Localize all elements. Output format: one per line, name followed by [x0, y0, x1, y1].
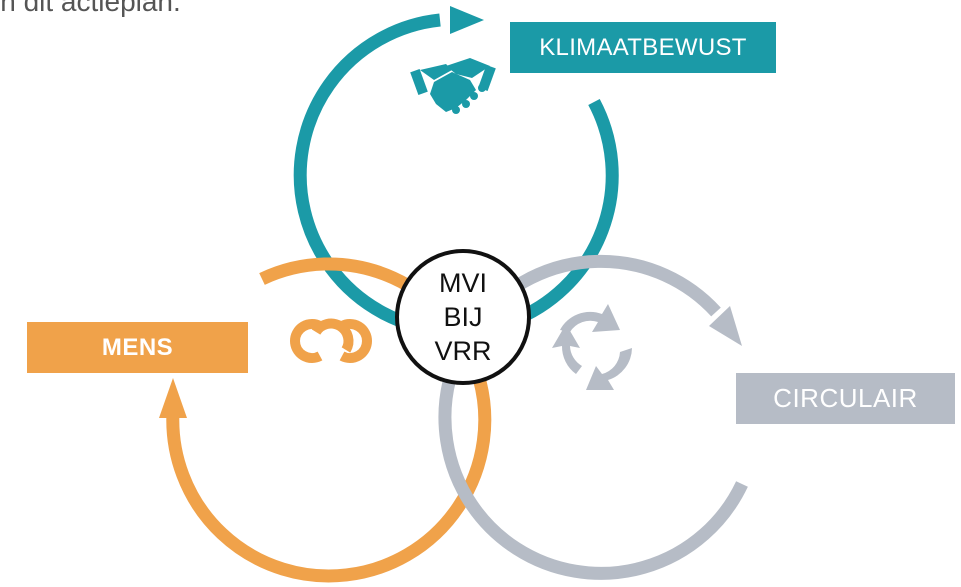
center-line-vrr: VRR [434, 336, 492, 366]
recycle-arrows-icon [552, 304, 632, 390]
center-circle: MVI BIJ VRR [395, 249, 531, 385]
linked-rings-icon [290, 318, 372, 363]
mens-label: MENS [27, 322, 248, 373]
circulair-cycle-arrow [438, 254, 748, 580]
mens-cycle-arrow [159, 257, 492, 583]
handshake-icon [410, 58, 496, 114]
klimaatbewust-label: KLIMAATBEWUST [510, 22, 776, 73]
center-line-bij: BIJ [443, 302, 483, 332]
klimaat-cycle-arrow [293, 6, 619, 338]
intro-text-fragment: in dit actieplan. [0, 0, 181, 17]
center-line-mvi: MVI [438, 268, 487, 298]
circulair-label: CIRCULAIR [736, 373, 955, 424]
